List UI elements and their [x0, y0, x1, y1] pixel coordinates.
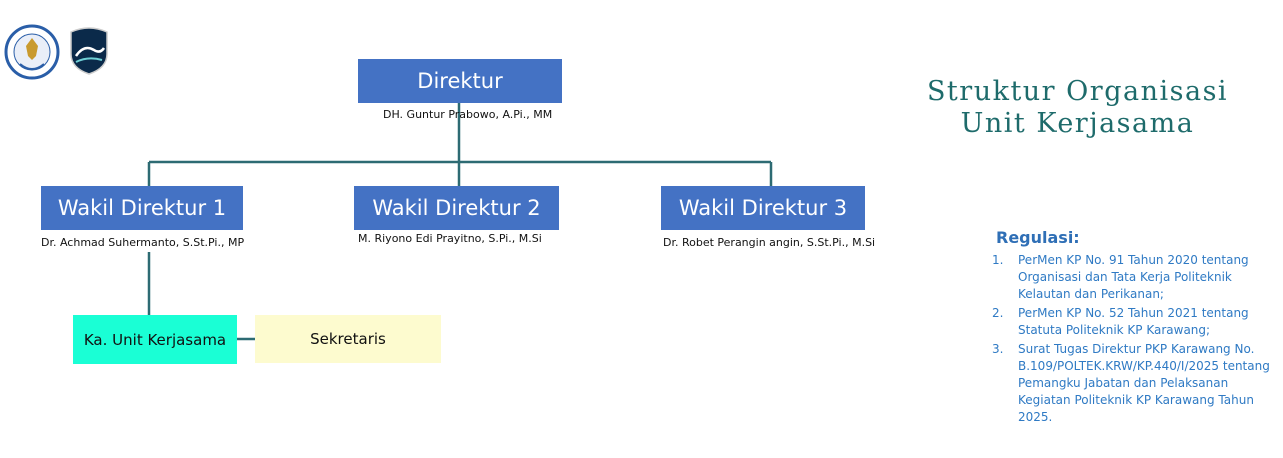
sekretaris-role: Sekretaris — [310, 330, 386, 348]
wakil-direktur-3-role: Wakil Direktur 3 — [678, 196, 848, 220]
regulasi-item-number: 2. — [992, 306, 1004, 320]
direktur-name: DH. Guntur Prabowo, A.Pi., MM — [383, 108, 553, 121]
regulasi-item: 1. PerMen KP No. 91 Tahun 2020 tentang O… — [990, 252, 1280, 303]
ka-unit-kerjasama-role: Ka. Unit Kerjasama — [83, 330, 227, 349]
sekretaris-box: Sekretaris — [255, 315, 441, 363]
direktur-box: Direktur — [358, 59, 562, 103]
regulasi-item: 2. PerMen KP No. 52 Tahun 2021 tentang S… — [990, 305, 1280, 339]
regulasi-item-text: Surat Tugas Direktur PKP Karawang No. B.… — [1018, 342, 1270, 424]
title-line-2: Unit Kerjasama — [960, 108, 1195, 139]
title-line-1: Struktur Organisasi — [926, 76, 1229, 107]
regulasi-item-text: PerMen KP No. 52 Tahun 2021 tentang Stat… — [1018, 306, 1249, 337]
regulasi-list: 1. PerMen KP No. 91 Tahun 2020 tentang O… — [990, 252, 1280, 428]
wakil-direktur-3-name: Dr. Robet Perangin angin, S.St.Pi., M.Si — [663, 236, 876, 249]
ka-unit-kerjasama-box: Ka. Unit Kerjasama — [73, 315, 237, 364]
wakil-direktur-2-box: Wakil Direktur 2 — [354, 186, 559, 230]
regulasi-item-text: PerMen KP No. 91 Tahun 2020 tentang Orga… — [1018, 253, 1249, 301]
kkp-logo — [2, 24, 62, 80]
poltek-kp-logo — [68, 26, 110, 76]
regulasi-item-number: 1. — [992, 253, 1004, 267]
wakil-direktur-2-role: Wakil Direktur 2 — [372, 196, 541, 220]
regulasi-item: 3. Surat Tugas Direktur PKP Karawang No.… — [990, 341, 1280, 426]
page-title: Struktur Organisasi Unit Kerjasama — [900, 76, 1255, 140]
wakil-direktur-3-box: Wakil Direktur 3 — [661, 186, 865, 230]
wakil-direktur-1-role: Wakil Direktur 1 — [57, 196, 227, 220]
wakil-direktur-2-name: M. Riyono Edi Prayitno, S.Pi., M.Si — [358, 232, 542, 245]
regulasi-heading: Regulasi: — [996, 228, 1080, 247]
wakil-direktur-1-box: Wakil Direktur 1 — [41, 186, 243, 230]
wakil-direktur-1-name: Dr. Achmad Suhermanto, S.St.Pi., MP — [41, 236, 245, 249]
direktur-role: Direktur — [417, 69, 503, 93]
regulasi-item-number: 3. — [992, 342, 1004, 356]
